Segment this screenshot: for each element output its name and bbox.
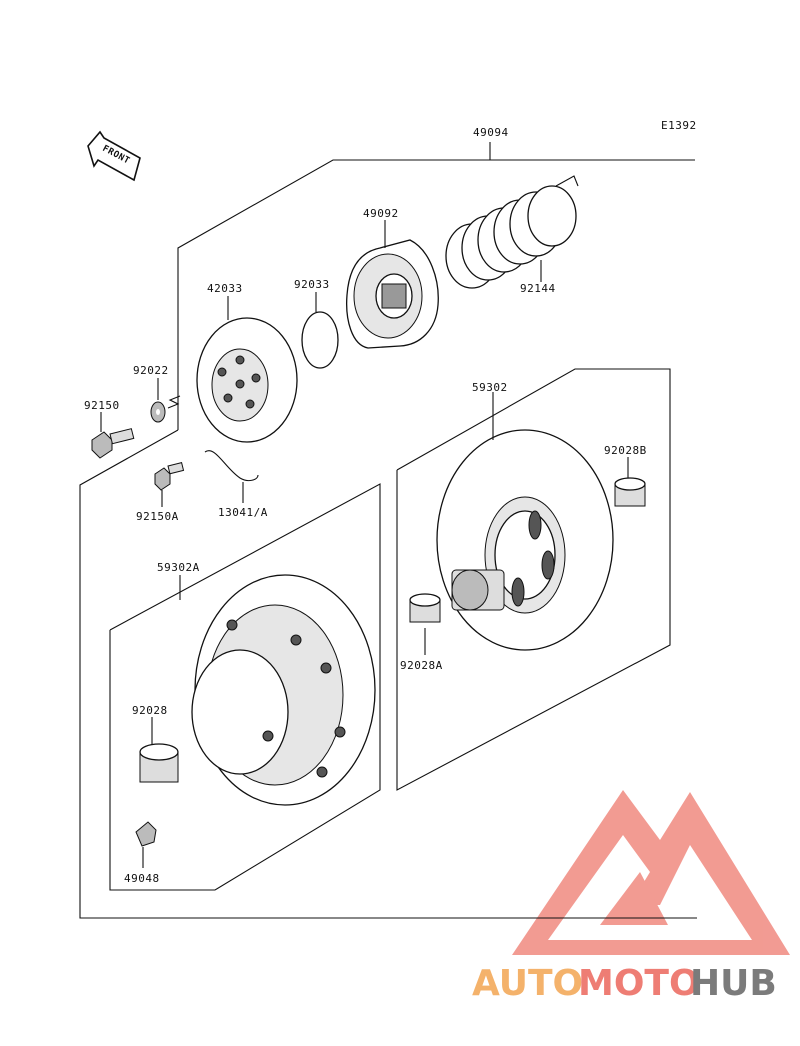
circlip-92033 xyxy=(301,292,339,369)
label-59302A: 59302A xyxy=(157,561,200,574)
weight-49048 xyxy=(135,821,157,868)
front-arrow-icon: FRONT xyxy=(87,130,141,182)
label-42033: 42033 xyxy=(207,282,243,295)
bolt-92150A xyxy=(154,462,185,507)
plate-42033 xyxy=(196,296,298,443)
label-49092: 49092 xyxy=(363,207,399,220)
washer-92022 xyxy=(150,378,181,423)
watermark-logo xyxy=(512,790,790,955)
watermark-moto: MOTO xyxy=(578,963,700,1004)
diagram-code: E1392 xyxy=(661,119,697,132)
label-92150A: 92150A xyxy=(136,510,179,523)
label-92028B: 92028B xyxy=(604,444,647,457)
frame-lines xyxy=(79,142,697,919)
bolt-92150 xyxy=(91,412,135,459)
watermark-auto: AUTO xyxy=(472,963,583,1004)
sheave-59302 xyxy=(436,392,614,651)
bushing-92028 xyxy=(139,717,179,783)
cam-49092 xyxy=(346,220,439,349)
label-92028A: 92028A xyxy=(400,659,443,672)
clip-13041A xyxy=(204,450,259,503)
label-92033: 92033 xyxy=(294,278,330,291)
label-49094: 49094 xyxy=(473,126,509,139)
watermark-text: AUTO MOTO HUB xyxy=(472,963,777,1004)
bushing-92028A xyxy=(409,593,441,655)
spring-92144 xyxy=(445,175,579,289)
label-92022: 92022 xyxy=(133,364,169,377)
watermark-hub: HUB xyxy=(690,963,777,1004)
label-92150: 92150 xyxy=(84,399,120,412)
bushing-92028B xyxy=(614,457,646,507)
label-13041A: 13041/A xyxy=(218,506,268,519)
label-49048: 49048 xyxy=(124,872,160,885)
part-labels: E1392 49094 49092 92144 42033 92033 9202… xyxy=(84,119,697,885)
label-92028: 92028 xyxy=(132,704,168,717)
sheave-59302A xyxy=(179,574,376,806)
label-92144: 92144 xyxy=(520,282,556,295)
label-59302: 59302 xyxy=(472,381,508,394)
